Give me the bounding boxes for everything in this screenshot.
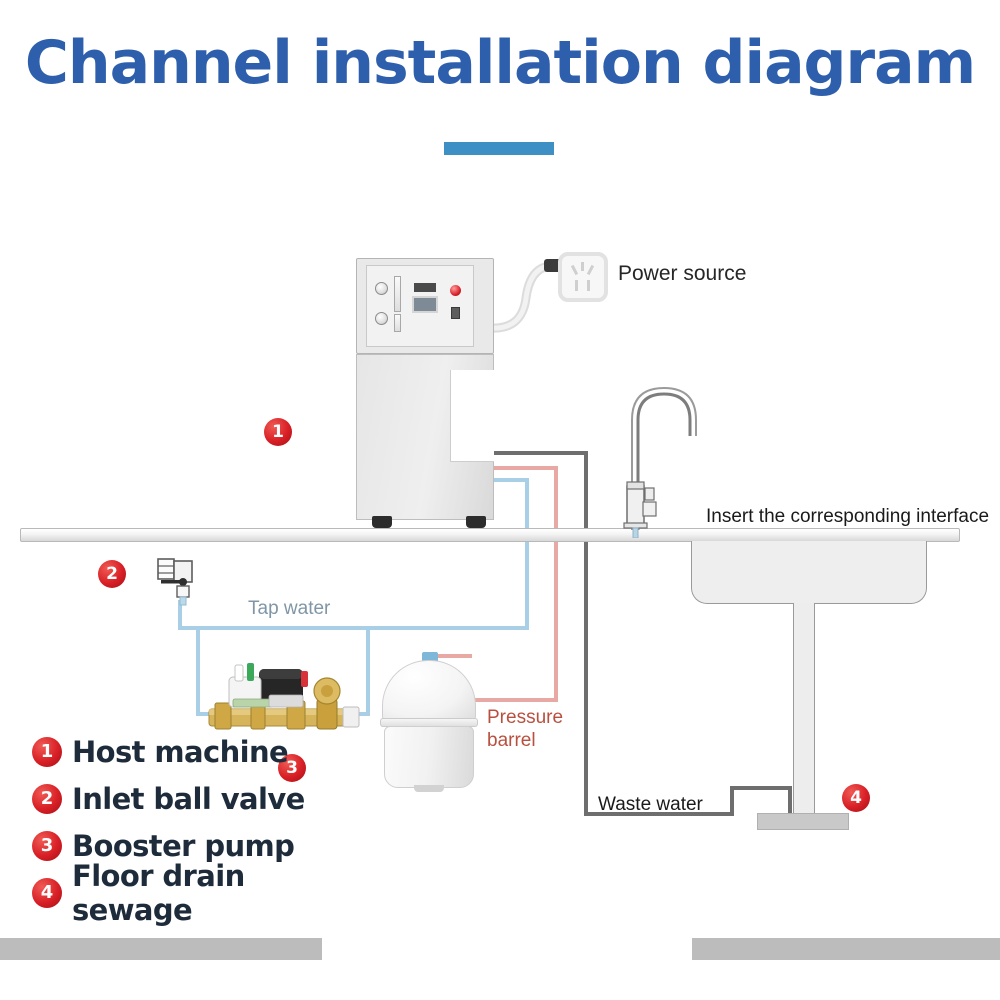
tap-pipe-vertical-right [525, 478, 529, 630]
power-switch[interactable] [451, 307, 460, 319]
legend-label-booster-pump: Booster pump [72, 828, 295, 863]
caster-wheel-right [466, 516, 486, 528]
tap-pipe-horizontal-mid [178, 626, 529, 630]
legend-label-inlet-ball-valve: Inlet ball valve [72, 781, 305, 816]
legend-badge-4: 4 [32, 877, 62, 908]
label-waste-water: Waste water [598, 794, 703, 815]
faucet [612, 378, 722, 538]
legend-item-inlet-ball-valve: 2 Inlet ball valve [32, 775, 362, 822]
countertop [20, 528, 960, 542]
callout-badge-2: 2 [98, 560, 126, 588]
waste-pipe-horizontal-floor [584, 812, 734, 816]
waste-pipe-vertical [584, 451, 588, 816]
waste-pipe-horizontal-top [492, 451, 588, 455]
socket-slot-center [581, 262, 584, 271]
panel-display [412, 296, 438, 313]
socket-slot-left-angled [570, 264, 579, 276]
legend-item-booster-pump: 3 Booster pump [32, 822, 362, 869]
waste-pipe-drain-down [788, 786, 792, 816]
inlet-ball-valve [156, 556, 198, 606]
sink-basin [691, 541, 927, 604]
floor-drain-sewage [757, 813, 849, 830]
machine-control-panel [366, 265, 474, 347]
label-power-source: Power source [618, 262, 747, 285]
legend-item-host-machine: 1 Host machine [32, 728, 362, 775]
floor-strip-left [0, 938, 322, 960]
sink-drain-pipe [793, 603, 815, 815]
legend-badge-2: 2 [32, 783, 62, 814]
flow-meter-lower [394, 314, 401, 332]
callout-badge-3: 3 [278, 754, 306, 782]
pressure-barrel-valve [422, 652, 438, 663]
booster-pump-icon [208, 663, 360, 730]
legend-label-floor-drain-sewage: Floor drain sewage [72, 858, 245, 927]
tap-pipe-from-valve [178, 600, 182, 630]
legend-label-host-machine: Host machine [72, 734, 289, 769]
machine-control-cabinet [356, 258, 494, 354]
waste-pipe-drain-top [730, 786, 792, 790]
pressure-barrel [380, 650, 478, 792]
flow-meter-upper [394, 276, 401, 312]
socket-slot-right-angled [586, 264, 595, 276]
pressure-gauge-upper [375, 282, 388, 295]
booster-pump [205, 655, 365, 733]
panel-brand-sticker [414, 283, 436, 292]
socket-slot-lower-left [575, 280, 578, 291]
floor-strip-right [692, 938, 1000, 960]
pressure-pipe-bottom [424, 698, 558, 702]
waste-pipe-riser [730, 786, 734, 816]
pressure-barrel-foot [414, 785, 444, 792]
tap-pipe-down-to-pump [196, 626, 200, 716]
title-underline-rule [444, 142, 554, 155]
tap-pipe-from-machine-top [483, 478, 529, 482]
pressure-pipe-top [472, 466, 558, 470]
legend-badge-1: 1 [32, 736, 62, 767]
socket-slot-lower-right [587, 280, 590, 291]
page-title: Channel installation diagram [24, 28, 976, 98]
legend: 1 Host machine 2 Inlet ball valve 3 Boos… [32, 728, 362, 927]
pressure-barrel-lower-shell [384, 726, 474, 788]
label-tap-water: Tap water [248, 598, 331, 619]
pressure-pipe-vertical-right [554, 466, 558, 702]
pressure-gauge-lower [375, 312, 388, 325]
inlet-ball-valve-icon [157, 558, 193, 606]
pressure-barrel-upper-shell [382, 660, 476, 724]
label-insert-interface: Insert the corresponding interface [706, 506, 990, 527]
legend-badge-3: 3 [32, 830, 62, 861]
callout-badge-4: 4 [842, 784, 870, 812]
legend-item-floor-drain-sewage: 4 Floor drain sewage [32, 859, 362, 927]
host-machine [352, 258, 498, 530]
tap-pipe-pump-outlet-riser [366, 626, 370, 716]
machine-side-notch [450, 370, 494, 462]
callout-badge-1: 1 [264, 418, 292, 446]
pressure-pipe-tank-inlet [424, 654, 472, 658]
emergency-stop-button[interactable] [450, 285, 461, 296]
label-pressure-barrel: Pressure barrel [487, 707, 564, 751]
power-socket [558, 252, 608, 302]
caster-wheel-left [372, 516, 392, 528]
faucet-icon [623, 386, 697, 538]
